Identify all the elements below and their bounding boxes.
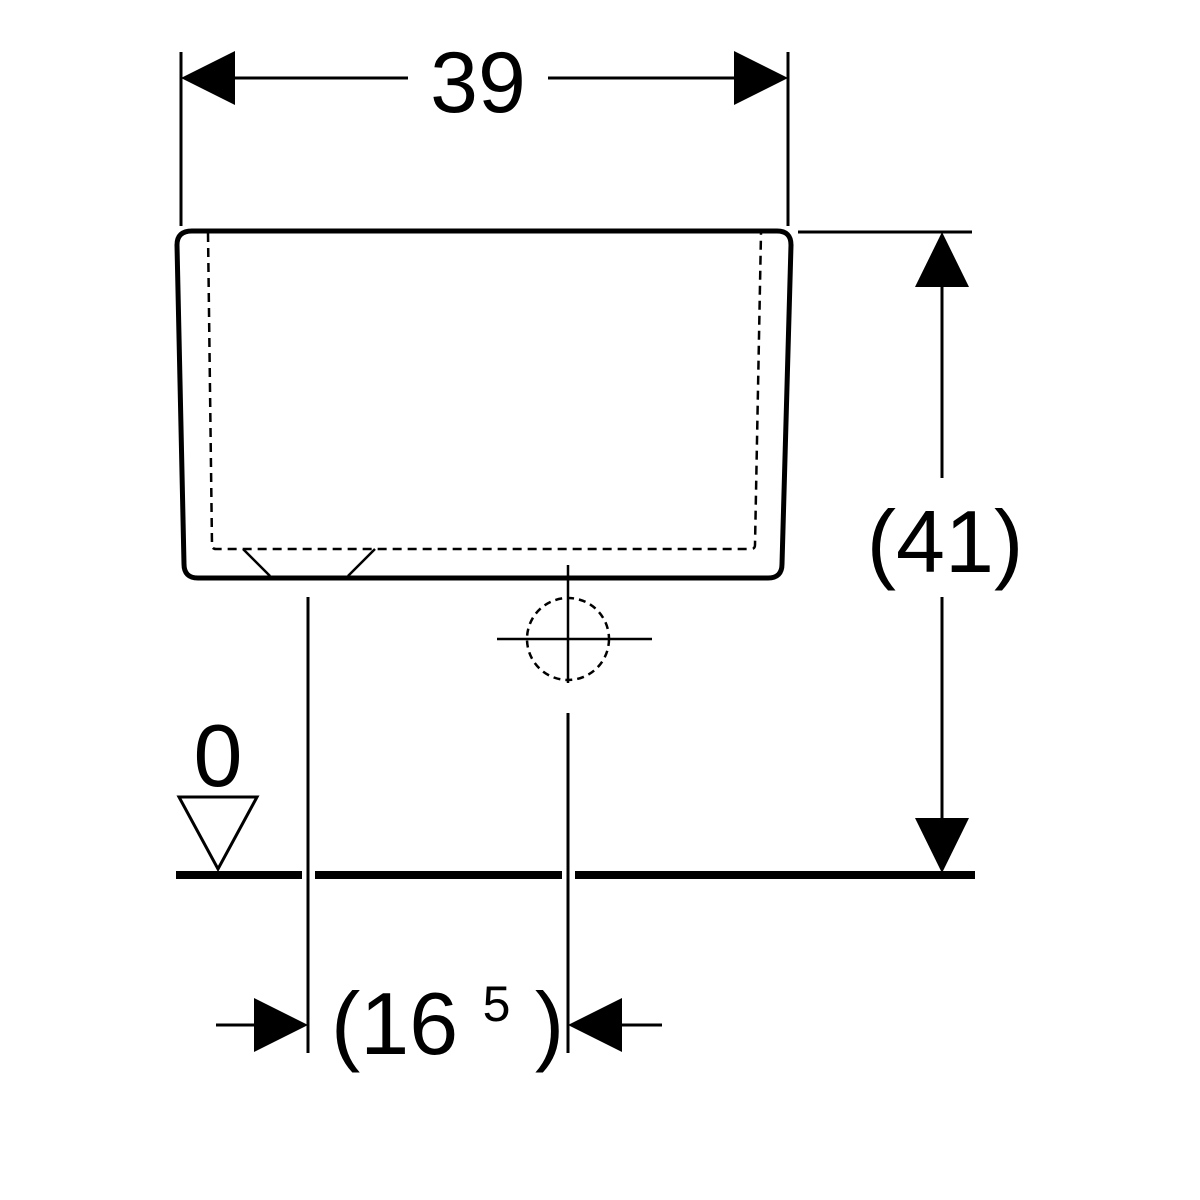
offset-arrow-right xyxy=(568,998,622,1052)
width-arrow-right xyxy=(734,51,788,105)
height-arrow-bottom xyxy=(915,818,969,873)
offset-label-open: (16 xyxy=(331,974,458,1073)
offset-arrow-left xyxy=(254,998,308,1052)
offset-label: (16 5 ) xyxy=(331,941,564,1073)
height-label: (41) xyxy=(867,492,1024,591)
floor-level-label: 0 xyxy=(194,706,243,805)
height-arrow-top xyxy=(915,232,969,287)
width-dimension: 39 xyxy=(179,35,790,226)
cistern-body xyxy=(174,228,794,581)
cistern-foot-left xyxy=(242,548,271,577)
offset-label-superscript: 5 xyxy=(483,976,511,1032)
offset-dimension: (16 5 ) xyxy=(216,941,662,1073)
width-label: 39 xyxy=(430,35,526,131)
width-arrow-left xyxy=(181,51,235,105)
offset-label-close: ) xyxy=(535,974,564,1073)
cistern-inner-contour-dashed xyxy=(206,232,763,551)
floor-level-triangle-icon xyxy=(176,795,260,873)
height-dimension: (41) xyxy=(798,230,1024,873)
cistern-foot-right xyxy=(347,548,376,577)
floor-level-marker: 0 xyxy=(176,706,260,873)
cistern-outline xyxy=(174,228,794,581)
connection-symbol xyxy=(497,565,652,683)
